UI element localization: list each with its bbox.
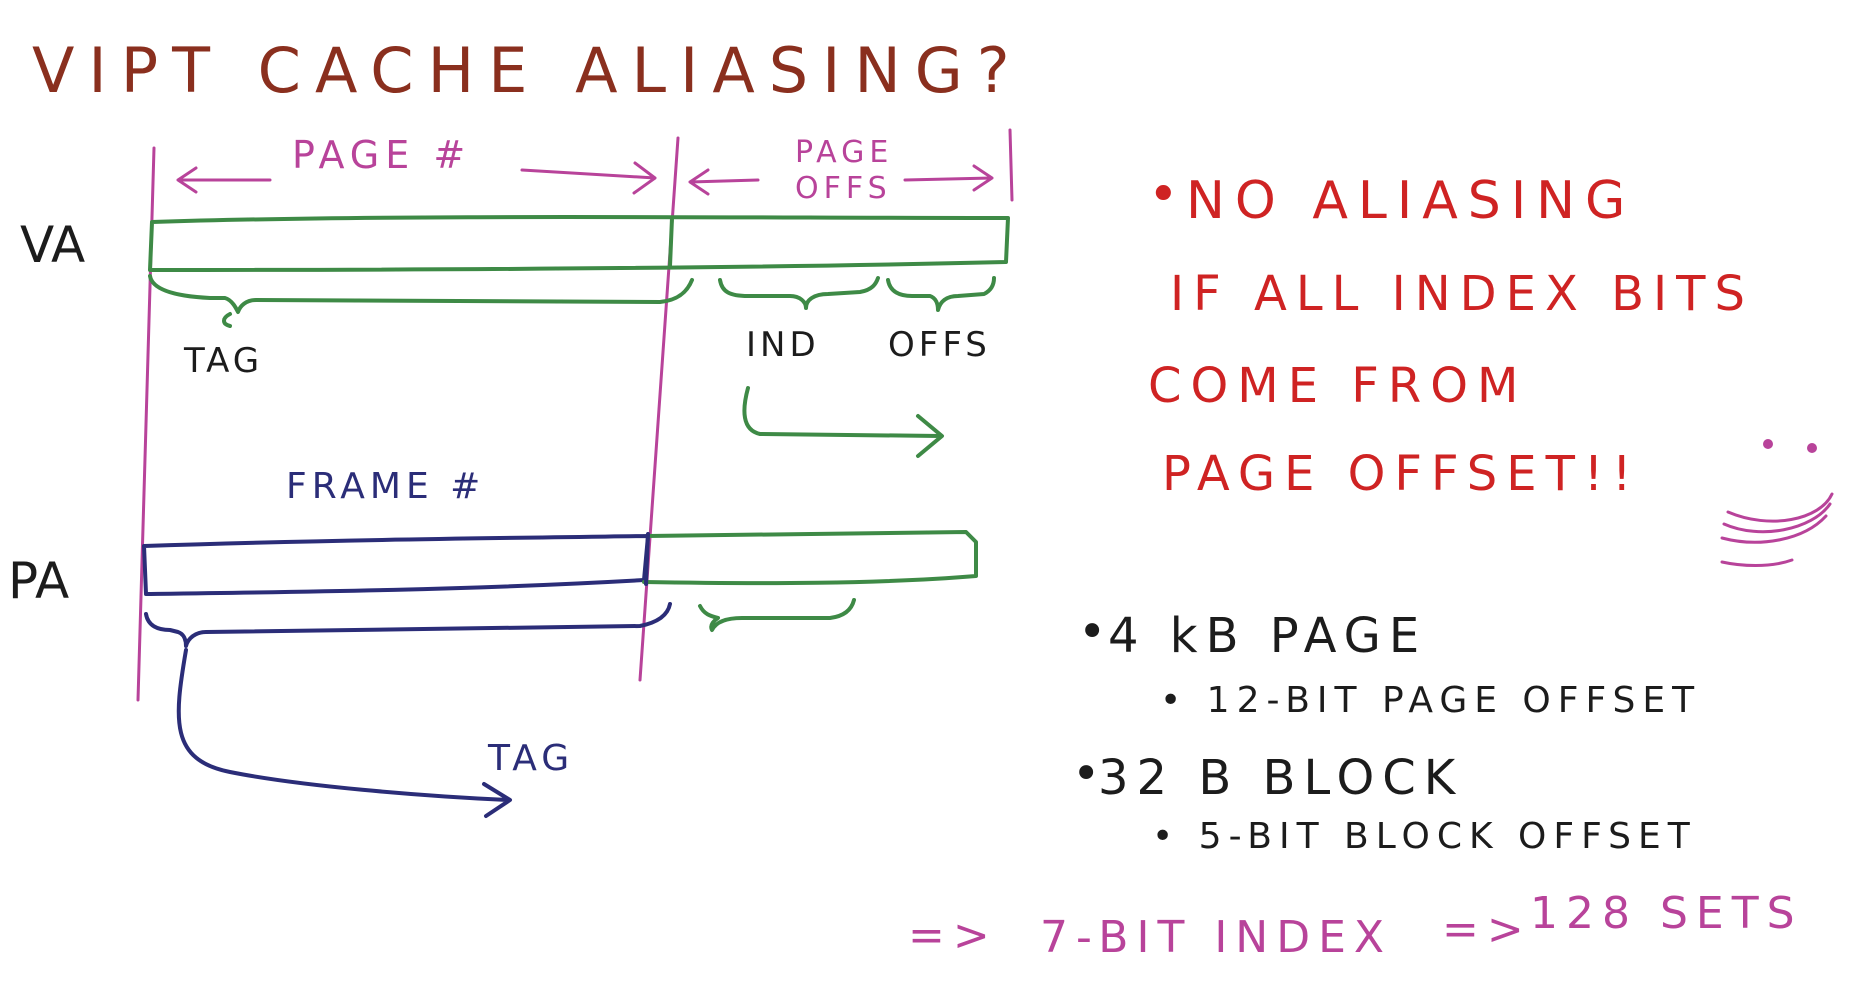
page-number-right-arrow [520, 161, 657, 195]
pa-label: PA [8, 552, 69, 610]
page-offset-left-arrow [688, 168, 760, 196]
address-diagram: VA PA PAGE # PAGE OFFS TAG IND OFFS FRAM… [8, 128, 1014, 818]
pa-tag-arrow [176, 648, 512, 818]
no-aliasing-line4: PAGE OFFSET!! [1162, 446, 1640, 502]
no-aliasing-line1: NO ALIASING [1186, 171, 1635, 231]
page-title: VIPT CACHE ALIASING? [32, 34, 1024, 107]
offset-label: OFFS [888, 325, 991, 365]
no-aliasing-bullet: • [1148, 165, 1189, 225]
pa-frame-divider [644, 532, 650, 586]
pa-tag-label: TAG [487, 738, 574, 779]
va-page-divider [668, 216, 674, 268]
conclusion-arrow-2: => [1442, 904, 1532, 955]
page-number-left-arrow [176, 166, 272, 194]
conclusion-arrow: => [908, 910, 998, 961]
page-number-label: PAGE # [292, 133, 471, 177]
page-size-sub: • 12-BIT PAGE OFFSET [1160, 680, 1701, 721]
page-size-note: • 4 kB PAGE • 12-BIT PAGE OFFSET [1078, 604, 1701, 721]
block-size-sub: • 5-BIT BLOCK OFFSET [1152, 816, 1697, 857]
va-label: VA [20, 216, 85, 274]
pa-offset-brace [698, 598, 856, 632]
smiley-doodle-icon [1720, 439, 1834, 567]
pa-frame-box [142, 534, 650, 596]
right-boundary-line [1008, 128, 1014, 202]
va-tag-brace [148, 274, 694, 314]
block-size-bullet: • [1072, 746, 1108, 802]
page-offset-label-line2: OFFS [795, 171, 892, 206]
va-tag-brace-tip [222, 312, 232, 328]
conclusion-index: 7-BIT INDEX [1040, 912, 1392, 963]
no-aliasing-note: • NO ALIASING IF ALL INDEX BITS COME FRO… [1148, 165, 1834, 567]
pa-offset-box [642, 530, 978, 586]
index-brace [718, 276, 880, 310]
va-address-box [148, 215, 1010, 272]
page-size-main: 4 kB PAGE [1108, 608, 1427, 664]
block-size-main: 32 B BLOCK [1098, 750, 1463, 806]
index-arrow [742, 386, 944, 458]
conclusion-sets: 128 SETS [1530, 888, 1803, 939]
index-label: IND [746, 325, 820, 365]
index-conclusion-note: => 7-BIT INDEX => 128 SETS [908, 888, 1803, 963]
frame-number-label: FRAME # [286, 466, 485, 507]
offset-brace [886, 276, 996, 312]
pa-tag-brace [144, 602, 672, 648]
no-aliasing-line3: COME FROM [1148, 358, 1527, 414]
va-tag-label: TAG [183, 341, 263, 381]
page-offset-right-arrow [903, 164, 994, 192]
no-aliasing-line2: IF ALL INDEX BITS [1170, 266, 1754, 322]
page-offset-label-line1: PAGE [795, 135, 893, 170]
page-size-bullet: • [1078, 604, 1114, 660]
block-size-note: • 32 B BLOCK • 5-BIT BLOCK OFFSET [1072, 746, 1697, 857]
